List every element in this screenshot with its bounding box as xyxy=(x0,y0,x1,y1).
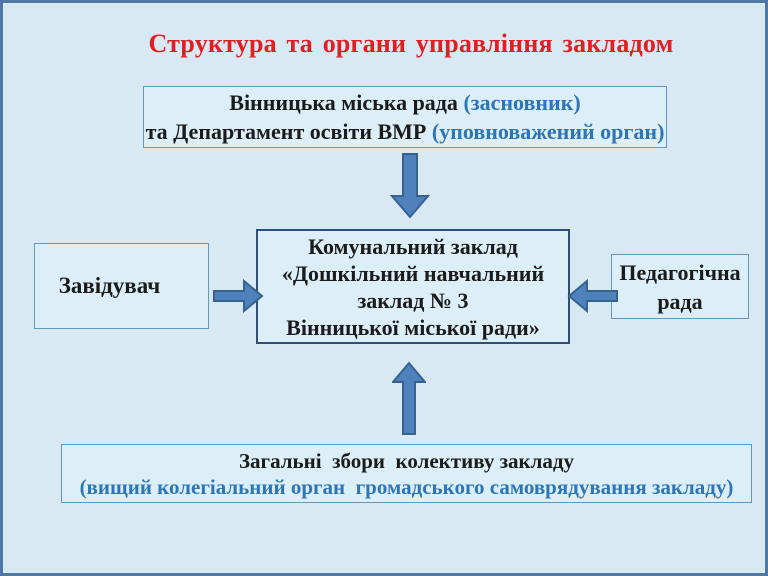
founder-box-line1-note: (засновник) xyxy=(463,90,581,115)
head-box: Завідувач xyxy=(34,243,209,329)
founder-box: Вінницька міська рада (засновник) та Деп… xyxy=(143,86,667,148)
founder-box-line2: та Департамент освіти ВМР (уповноважений… xyxy=(146,117,665,146)
founder-box-line1-main: Вінницька міська рада xyxy=(229,90,464,115)
assembly-box-line1: Загальні збори колективу закладу xyxy=(238,448,575,473)
page-title: Структура та органи управління закладом xyxy=(148,29,674,58)
institution-box: Комунальний заклад «Дошкільний навчальни… xyxy=(256,229,570,344)
founder-box-line2-note: (уповноважений орган) xyxy=(431,119,665,144)
assembly-box-line2: (вищий колегіальний орган громадського с… xyxy=(79,474,734,499)
arrow-left-icon xyxy=(567,279,618,313)
founder-box-line2-main: та Департамент освіти ВМР xyxy=(145,119,432,144)
arrow-down-icon xyxy=(390,153,430,219)
arrow-up-icon xyxy=(392,361,426,435)
pedagogical-council-box: Педагогічна рада xyxy=(611,254,749,319)
assembly-box: Загальні збори колективу закладу (вищий … xyxy=(61,444,752,503)
arrow-right-icon xyxy=(213,279,264,313)
founder-box-line1: Вінницька міська рада (засновник) xyxy=(229,88,580,117)
